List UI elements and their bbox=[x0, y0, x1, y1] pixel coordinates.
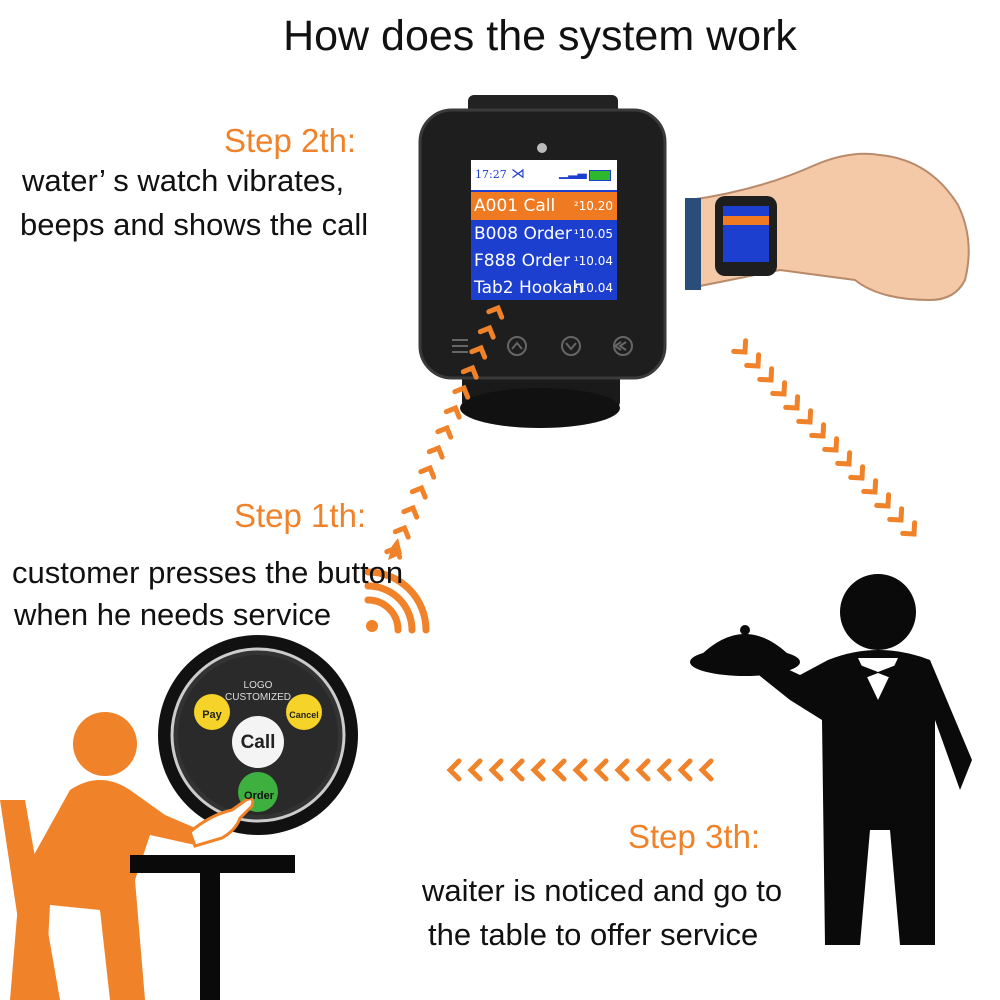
up-icon bbox=[507, 336, 527, 356]
step1-line1: customer presses the button bbox=[12, 555, 404, 590]
chevron-icon bbox=[783, 394, 801, 411]
step3-heading: Step 3th: bbox=[628, 818, 761, 855]
sleeve bbox=[685, 198, 701, 290]
chevron-icon bbox=[384, 544, 403, 560]
table-leg bbox=[200, 870, 220, 1000]
chevron-icon bbox=[530, 758, 546, 782]
call-label: Call bbox=[240, 732, 276, 753]
chevron-icon bbox=[446, 758, 462, 782]
chevron-icon bbox=[452, 384, 471, 400]
pager-logo-line1: LOGO bbox=[243, 680, 273, 691]
down-icon bbox=[561, 336, 581, 356]
chevron-icon bbox=[744, 352, 762, 369]
pager-logo-line2: CUSTOMIZED bbox=[225, 692, 291, 703]
chevron-icon bbox=[887, 506, 905, 523]
step3-line2: the table to offer service bbox=[428, 917, 759, 952]
chevron-icon bbox=[614, 758, 630, 782]
chevron-icon bbox=[488, 758, 504, 782]
step2-line1: water’ s watch vibrates, bbox=[22, 163, 345, 198]
call-pager bbox=[158, 635, 358, 835]
chevron-icon bbox=[770, 380, 788, 397]
pay-label: Pay bbox=[202, 709, 222, 721]
watch-sensor bbox=[537, 143, 547, 153]
bow-tie-icon bbox=[860, 665, 896, 680]
chevron-icon bbox=[698, 758, 714, 782]
step1-heading: Step 1th: bbox=[234, 497, 367, 534]
chevron-icon bbox=[809, 422, 827, 439]
customer-silhouette bbox=[0, 712, 200, 1000]
cancel-button[interactable] bbox=[286, 694, 322, 730]
chevron-icon bbox=[796, 408, 814, 425]
call-button[interactable] bbox=[232, 716, 284, 768]
chevron-icon bbox=[418, 464, 437, 480]
chevron-icon bbox=[401, 504, 420, 520]
chevron-icon bbox=[426, 444, 445, 460]
chevron-icon bbox=[822, 436, 840, 453]
chevron-icon bbox=[477, 324, 496, 340]
cancel-label: Cancel bbox=[289, 710, 319, 720]
chevron-icon bbox=[593, 758, 609, 782]
chevron-icon bbox=[900, 520, 918, 537]
chevron-icon bbox=[467, 758, 483, 782]
order-label: Order bbox=[244, 790, 274, 802]
battery-icon bbox=[589, 170, 611, 181]
chevron-icon bbox=[635, 758, 651, 782]
chevron-icon bbox=[757, 366, 775, 383]
chevron-icon bbox=[835, 450, 853, 467]
page-title: How does the system work bbox=[283, 12, 797, 60]
step2-line2: beeps and shows the call bbox=[20, 207, 369, 242]
chevrons-down bbox=[731, 338, 918, 537]
chevron-icon bbox=[486, 304, 505, 320]
watch-strap-loop bbox=[460, 388, 620, 428]
chevron-icon bbox=[409, 484, 428, 500]
chevron-icon bbox=[572, 758, 588, 782]
chevron-icon bbox=[861, 478, 879, 495]
chevrons-left bbox=[446, 758, 714, 782]
chevron-icon bbox=[443, 404, 462, 420]
chevron-icon bbox=[469, 344, 488, 360]
pointing-hand-icon bbox=[188, 797, 255, 848]
mute-icon: ⋊ bbox=[511, 165, 525, 181]
chevron-icon bbox=[460, 364, 479, 380]
step1-line2: when he needs service bbox=[14, 597, 332, 632]
chevron-icon bbox=[509, 758, 525, 782]
chevron-icon bbox=[435, 424, 454, 440]
chevron-icon bbox=[677, 758, 693, 782]
chevron-icon bbox=[551, 758, 567, 782]
step2-heading: Step 2th: bbox=[224, 122, 357, 159]
menu-icon bbox=[452, 339, 468, 353]
step3-line1: waiter is noticed and go to bbox=[422, 873, 783, 908]
pay-button[interactable] bbox=[194, 694, 230, 730]
chevron-icon bbox=[392, 524, 411, 540]
chevrons-up bbox=[384, 284, 513, 560]
waiter-silhouette bbox=[690, 574, 972, 945]
status-time: 17:27 bbox=[475, 168, 507, 181]
chevron-icon bbox=[874, 492, 892, 509]
wifi-signal-icon bbox=[364, 568, 430, 634]
signal-icon: ▁▂▃ bbox=[559, 165, 587, 179]
chevron-icon bbox=[731, 338, 749, 355]
status-bar: 17:27 ⋊ ▁▂▃ bbox=[471, 160, 617, 190]
chevron-icon bbox=[848, 464, 866, 481]
chevron-icon bbox=[656, 758, 672, 782]
table-top bbox=[130, 855, 295, 873]
